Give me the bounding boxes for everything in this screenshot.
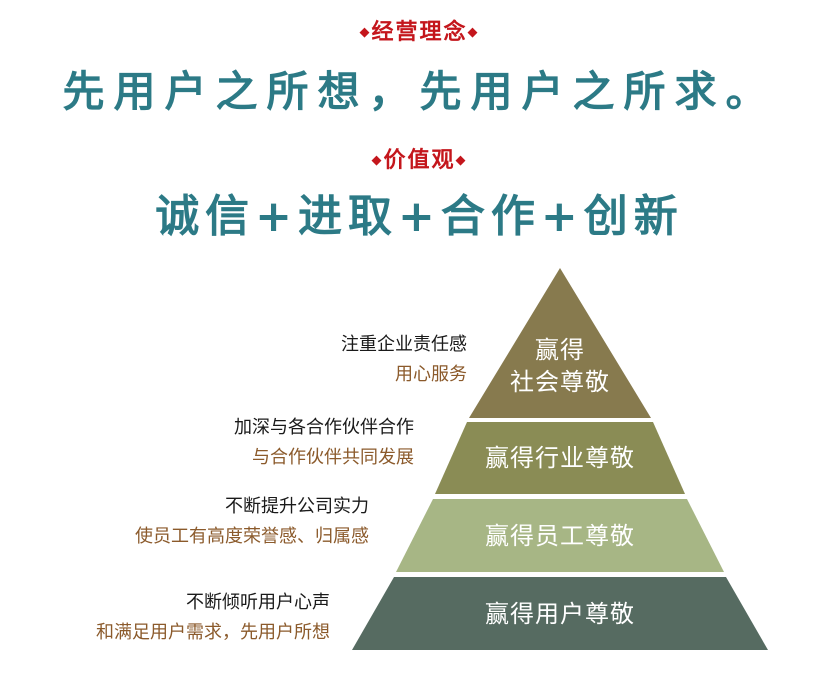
tier-label-industry: 赢得行业尊敬 [485,444,635,472]
values-slogan: 诚信+进取+合作+创新 [155,191,684,242]
note-user: 不断倾听用户心声 和满足用户需求，先用户所想 [96,588,330,648]
diamond-icon: ◆ [455,153,468,168]
note-secondary: 用心服务 [395,364,467,385]
pyramid-tier-top [469,268,651,418]
diamond-icon: ◆ [371,153,384,168]
values-label: 价值观 [383,148,456,173]
note-society: 注重企业责任感 用心服务 [341,330,467,390]
tier-label-line: 社会尊敬 [510,368,610,396]
note-secondary: 与合作伙伴共同发展 [252,447,414,468]
concept-heading: ◆经营理念◆ [0,14,839,46]
concept-label: 经营理念 [371,20,468,45]
note-primary: 注重企业责任感 [341,334,467,355]
pyramid-tier-staff [396,499,724,572]
tier-label-user: 赢得用户尊敬 [485,600,635,628]
note-primary: 加深与各合作伙伴合作 [234,417,414,438]
note-secondary: 和满足用户需求，先用户所想 [96,622,330,643]
note-primary: 不断倾听用户心声 [186,592,330,613]
tier-label-line: 赢得 [535,336,585,364]
values-heading: ◆价值观◆ [0,142,839,174]
concept-slogan: 先用户之所想，先用户之所求。 [62,67,777,116]
pyramid-tier-industry [435,422,685,494]
note-primary: 不断提升公司实力 [225,496,369,517]
tier-label-staff: 赢得员工尊敬 [485,522,635,550]
diamond-icon: ◆ [467,25,480,40]
note-secondary: 使员工有高度荣誉感、归属感 [135,526,369,547]
pyramid-tier-user [352,577,768,650]
note-staff: 不断提升公司实力 使员工有高度荣誉感、归属感 [135,492,369,552]
tier-label-society: 赢得 社会尊敬 [490,334,630,398]
note-industry: 加深与各合作伙伴合作 与合作伙伴共同发展 [234,413,414,473]
diamond-icon: ◆ [359,25,372,40]
